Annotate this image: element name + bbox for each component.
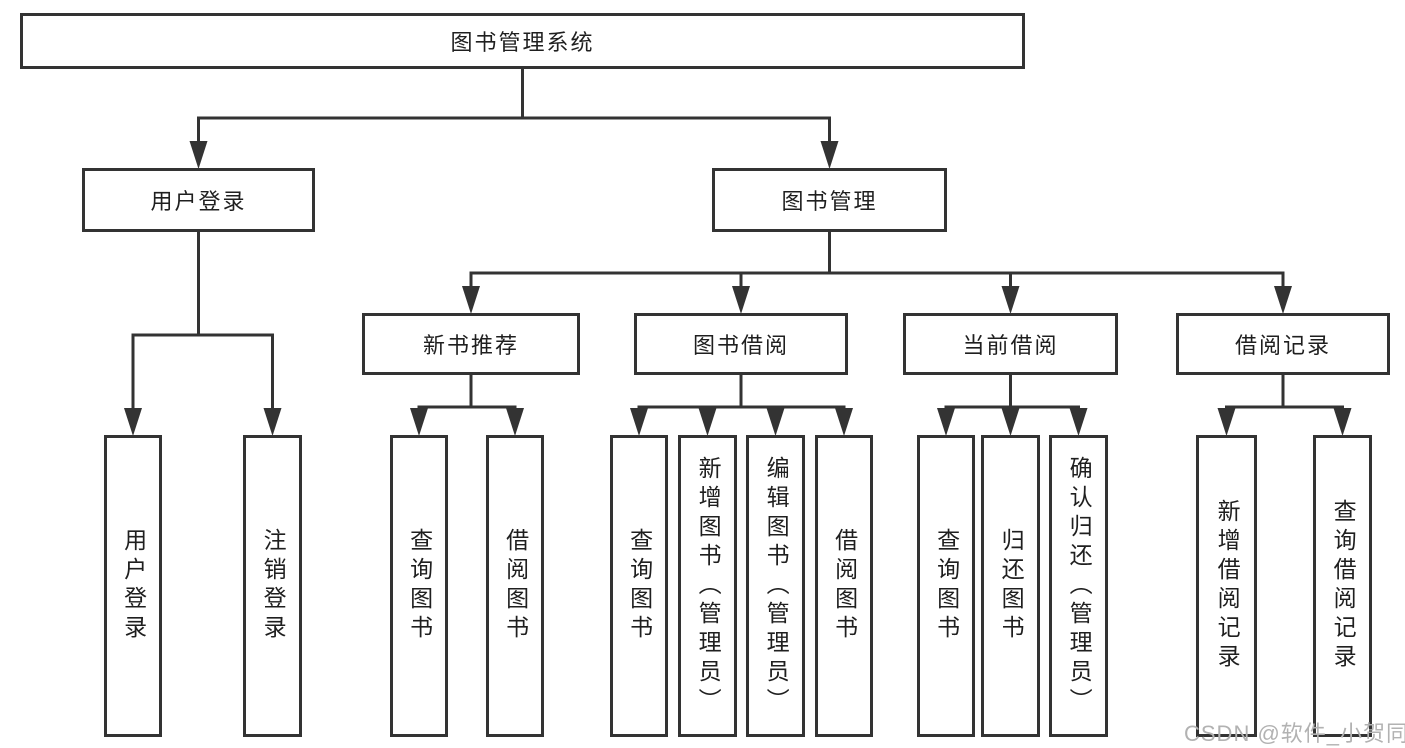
arrowhead-icon xyxy=(189,141,208,169)
node-new-book-recommend: 新书推荐 xyxy=(362,313,580,375)
node-label-leaf-query-book-a: 查询图书 xyxy=(406,528,433,644)
arrowhead-icon xyxy=(732,286,750,314)
node-label-book-management: 图书管理 xyxy=(781,189,878,214)
arrowhead-icon xyxy=(1001,286,1020,314)
node-label-leaf-logout: 注销登录 xyxy=(260,528,287,644)
node-leaf-edit-book: 编辑图书（管理员） xyxy=(746,435,805,737)
watermark: CSDN @软件_小贺同学 xyxy=(1184,721,1405,746)
node-leaf-query-record: 查询借阅记录 xyxy=(1313,435,1372,737)
node-user-login: 用户登录 xyxy=(82,168,315,232)
node-label-book-borrow: 图书借阅 xyxy=(692,333,789,358)
arrowhead-icon xyxy=(937,408,955,436)
node-label-leaf-query-book-b: 查询图书 xyxy=(626,528,653,644)
node-book-borrow: 图书借阅 xyxy=(634,313,848,375)
node-leaf-add-record: 新增借阅记录 xyxy=(1196,435,1257,737)
node-leaf-logout: 注销登录 xyxy=(243,435,302,737)
arrowhead-icon xyxy=(766,408,785,436)
node-label-root: 图书管理系统 xyxy=(450,30,595,55)
node-current-borrow: 当前借阅 xyxy=(903,313,1118,375)
arrowhead-icon xyxy=(630,408,648,436)
node-label-leaf-user-login: 用户登录 xyxy=(120,528,147,644)
node-label-leaf-confirm-return: 确认归还（管理员） xyxy=(1066,455,1093,717)
node-root: 图书管理系统 xyxy=(20,13,1025,69)
arrowhead-icon xyxy=(1274,286,1292,314)
arrowhead-icon xyxy=(1001,408,1020,436)
node-leaf-borrow-book-a: 借阅图书 xyxy=(486,435,544,737)
arrowhead-icon xyxy=(1217,408,1236,436)
node-leaf-return-book: 归还图书 xyxy=(981,435,1040,737)
arrowhead-icon xyxy=(835,408,853,436)
node-label-new-book-recommend: 新书推荐 xyxy=(422,333,519,358)
node-leaf-confirm-return: 确认归还（管理员） xyxy=(1049,435,1108,737)
node-leaf-user-login: 用户登录 xyxy=(104,435,162,737)
arrowhead-icon xyxy=(263,408,282,436)
arrowhead-icon xyxy=(1333,408,1352,436)
arrowhead-icon xyxy=(506,408,524,436)
node-book-management: 图书管理 xyxy=(712,168,947,232)
node-label-leaf-add-book: 新增图书（管理员） xyxy=(695,455,722,717)
node-label-user-login: 用户登录 xyxy=(150,189,247,214)
node-label-leaf-add-record: 新增借阅记录 xyxy=(1214,499,1241,673)
node-label-borrow-records: 借阅记录 xyxy=(1234,333,1331,358)
node-borrow-records: 借阅记录 xyxy=(1176,313,1390,375)
node-leaf-add-book: 新增图书（管理员） xyxy=(678,435,737,737)
node-label-leaf-query-book-c: 查询图书 xyxy=(933,528,960,644)
arrowhead-icon xyxy=(698,408,717,436)
node-leaf-query-book-b: 查询图书 xyxy=(610,435,668,737)
arrowhead-icon xyxy=(1069,408,1088,436)
node-label-leaf-query-record: 查询借阅记录 xyxy=(1330,499,1357,673)
node-leaf-borrow-book-b: 借阅图书 xyxy=(815,435,873,737)
node-label-leaf-return-book: 归还图书 xyxy=(998,528,1025,644)
arrowhead-icon xyxy=(462,286,480,314)
arrowhead-icon xyxy=(410,408,428,436)
node-label-leaf-edit-book: 编辑图书（管理员） xyxy=(763,455,790,717)
node-label-leaf-borrow-book-a: 借阅图书 xyxy=(502,528,529,644)
node-label-current-borrow: 当前借阅 xyxy=(962,333,1059,358)
arrowhead-icon xyxy=(124,408,142,436)
node-label-leaf-borrow-book-b: 借阅图书 xyxy=(831,528,858,644)
arrowhead-icon xyxy=(820,141,839,169)
node-leaf-query-book-a: 查询图书 xyxy=(390,435,448,737)
node-leaf-query-book-c: 查询图书 xyxy=(917,435,975,737)
